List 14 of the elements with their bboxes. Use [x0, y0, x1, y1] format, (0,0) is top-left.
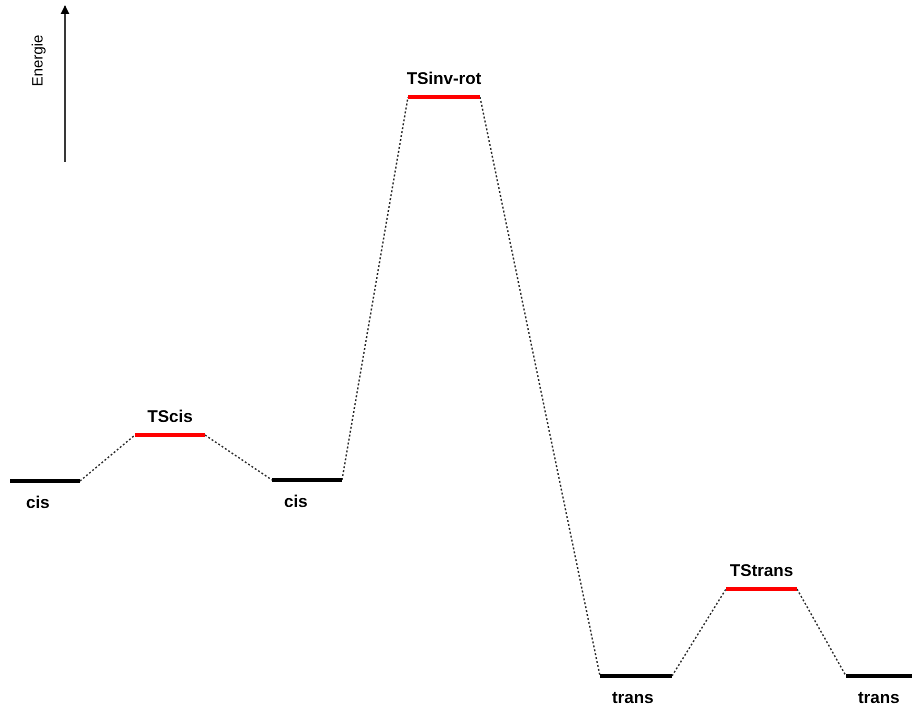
dotted-connector: [479, 96, 601, 676]
axis-label: Energie: [29, 34, 46, 86]
level-label: cis: [26, 493, 50, 513]
level-label: trans: [612, 688, 654, 708]
level-label: TStrans: [730, 561, 794, 581]
level-label: trans: [858, 688, 900, 708]
dotted-connector: [671, 588, 727, 676]
dotted-connector: [796, 588, 847, 676]
level-label: TSinv-rot: [406, 69, 482, 89]
level-label: cis: [284, 492, 308, 512]
dotted-connector: [341, 96, 409, 480]
dotted-connector: [80, 434, 136, 482]
dotted-connector: [204, 434, 272, 481]
level-label: TScis: [147, 407, 193, 427]
